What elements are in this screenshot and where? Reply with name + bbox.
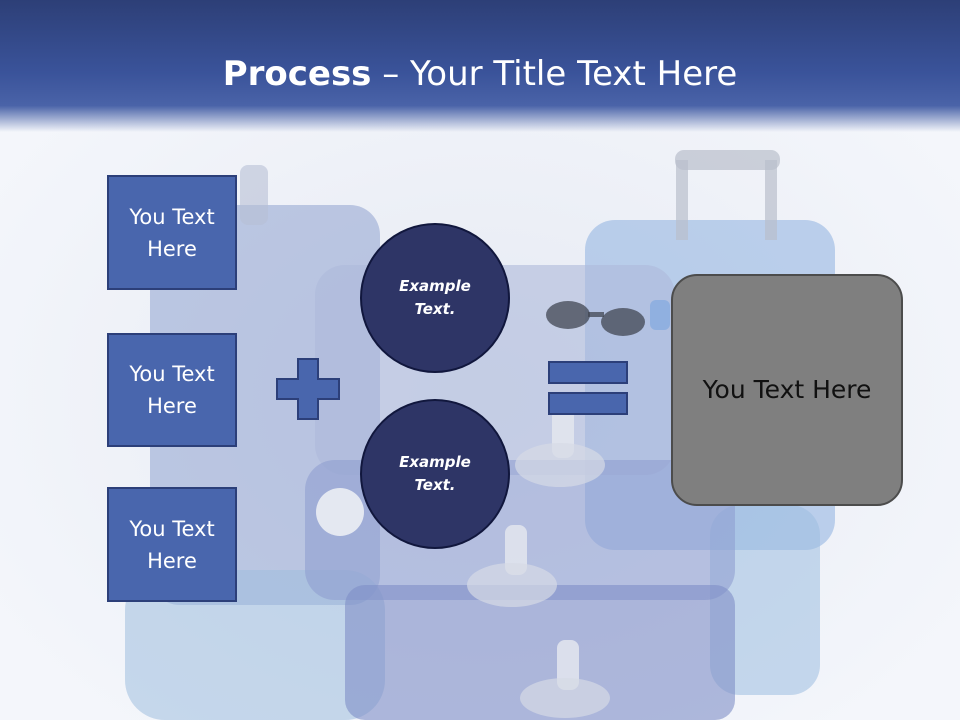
text-box-1[interactable]: You Text Here <box>107 175 237 290</box>
text-box-2[interactable]: You Text Here <box>107 333 237 447</box>
title-bold: Process <box>222 54 372 94</box>
result-box[interactable]: You Text Here <box>671 274 903 506</box>
equals-icon <box>548 361 628 415</box>
text-box-label: You Text Here <box>129 204 215 261</box>
title-rest: – Your Title Text Here <box>371 54 738 94</box>
text-box-label: You Text Here <box>129 362 215 418</box>
page-title: Process – Your Title Text Here <box>0 52 960 96</box>
circle-label: Example Text. <box>399 453 471 494</box>
example-circle-2[interactable]: Example Text. <box>360 399 510 549</box>
text-box-3[interactable]: You Text Here <box>107 487 237 602</box>
plus-icon <box>276 358 340 420</box>
circle-label: Example Text. <box>399 277 471 318</box>
text-box-label: You Text Here <box>129 516 215 573</box>
result-box-label: You Text Here <box>702 375 872 404</box>
header-band <box>0 0 960 132</box>
example-circle-1[interactable]: Example Text. <box>360 223 510 373</box>
